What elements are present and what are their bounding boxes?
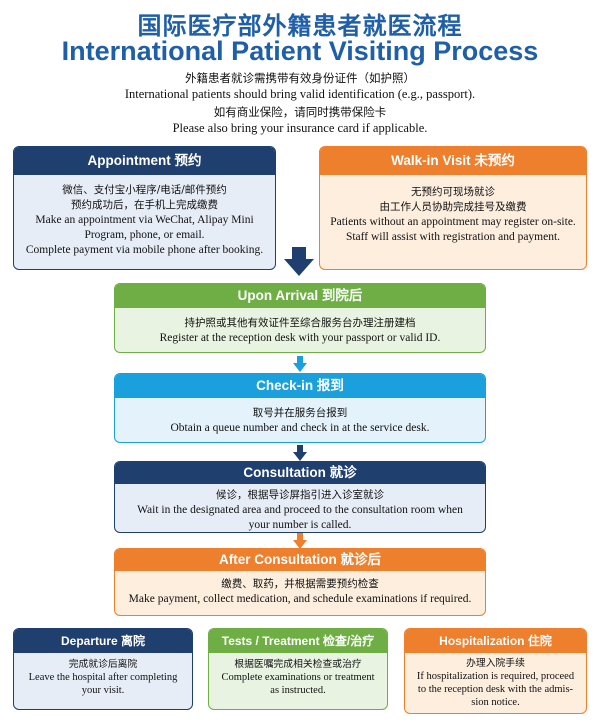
walkin-card: Walk-in Visit 未预约 无预约可现场就诊 由工作人员协助完成挂号及缴… [319,146,587,270]
walkin-line: Patients without an appointment may regi… [330,216,576,228]
tests-treatment-line: as instructed. [270,685,326,696]
consultation-title: Consultation 就诊 [115,462,485,484]
checkin-title: Check-in 报到 [115,374,485,398]
note-insurance-cn: 如有商业保险，请同时携带保险卡 [213,105,387,119]
after-consultation-line: 缴费、取药，并根据需要预约检查 [221,578,379,590]
tests-treatment-title: Tests / Treatment 检查/治疗 [209,629,387,653]
consultation-card: Consultation 就诊 候诊，根据导诊屏指引进入诊室就诊 Wait in… [114,461,486,533]
walkin-line: 由工作人员协助完成挂号及缴费 [379,201,527,213]
checkin-card: Check-in 报到 取号并在服务台报到 Obtain a queue num… [114,373,486,443]
arrival-title: Upon Arrival 到院后 [115,284,485,308]
walkin-line: 无预约可现场就诊 [411,186,495,198]
note-id-cn: 外籍患者就诊需携带有效身份证件（如护照） [185,71,415,85]
note-id-en: International patients should bring vali… [124,87,476,101]
page-title-cn: 国际医疗部外籍患者就医流程 [137,12,463,40]
hospitalization-card: Hospitalization 住院 办理入院手续 If hospitaliza… [404,628,587,714]
arrow-down-icon [293,445,307,461]
departure-card: Departure 离院 完成就诊后离院 Leave the hospital … [13,628,193,710]
consultation-line: 候诊，根据导诊屏指引进入诊室就诊 [216,489,384,501]
tests-treatment-line: 根据医嘱完成相关检查或治疗 [234,659,362,670]
checkin-body: 取号并在服务台报到 Obtain a queue number and chec… [115,398,485,436]
appointment-line: Make an appointment via WeChat, Alipay M… [35,214,254,226]
walkin-title: Walk-in Visit 未预约 [320,147,586,175]
tests-treatment-line: Complete examinations or treatment [221,672,375,683]
departure-line: Leave the hospital after completing [28,672,178,683]
walkin-body: 无预约可现场就诊 由工作人员协助完成挂号及缴费 Patients without… [320,175,586,245]
checkin-line: Obtain a queue number and check in at th… [170,422,430,434]
departure-line: 完成就诊后离院 [68,659,138,670]
appointment-line: Complete payment via mobile phone after … [25,244,264,256]
after-consultation-line: Make payment, collect medication, and sc… [128,593,472,605]
walkin-line: Staff will assist with registration and … [345,231,561,243]
hospitalization-line: sion notice. [471,697,520,708]
consultation-line: Wait in the designated area and proceed … [137,504,463,516]
hospitalization-line: If hospitalization is required, proceed [416,671,575,682]
checkin-line: 取号并在服务台报到 [252,407,348,419]
hospitalization-title: Hospitalization 住院 [405,629,586,653]
arrival-line: 持护照或其他有效证件至综合服务台办理注册建档 [184,317,416,329]
page-title-en: International Patient Visiting Process [61,36,539,66]
appointment-line: Program, phone, or email. [84,229,205,241]
after-consultation-card: After Consultation 就诊后 缴费、取药，并根据需要预约检查 M… [114,548,486,616]
note-insurance-en: Please also bring your insurance card if… [172,121,428,135]
appointment-card: Appointment 预约 微信、支付宝小程序/电话/邮件预约 预约成功后，在… [13,146,276,270]
arrival-card: Upon Arrival 到院后 持护照或其他有效证件至综合服务台办理注册建档 … [114,283,486,353]
departure-body: 完成就诊后离院 Leave the hospital after complet… [14,653,192,697]
consultation-body: 候诊，根据导诊屏指引进入诊室就诊 Wait in the designated … [115,484,485,532]
tests-treatment-body: 根据医嘱完成相关检查或治疗 Complete examinations or t… [209,653,387,697]
appointment-title: Appointment 预约 [14,147,275,175]
departure-line: your visit. [81,685,125,696]
tests-treatment-card: Tests / Treatment 检查/治疗 根据医嘱完成相关检查或治疗 Co… [208,628,388,710]
arrival-line: Register at the reception desk with your… [159,332,441,344]
hospitalization-line: 办理入院手续 [466,658,525,669]
arrow-down-icon [293,533,307,549]
appointment-line: 微信、支付宝小程序/电话/邮件预约 [62,184,227,196]
arrow-down-icon [284,247,314,276]
consultation-line: your number is called. [248,519,352,531]
after-consultation-title: After Consultation 就诊后 [115,549,485,571]
hospitalization-line: to the reception desk with the admis- [417,684,574,695]
departure-title: Departure 离院 [14,629,192,653]
arrow-down-icon [293,356,307,372]
appointment-body: 微信、支付宝小程序/电话/邮件预约 预约成功后，在手机上完成缴费 Make an… [14,175,275,258]
arrival-body: 持护照或其他有效证件至综合服务台办理注册建档 Register at the r… [115,308,485,346]
hospitalization-body: 办理入院手续 If hospitalization is required, p… [405,653,586,709]
appointment-line: 预约成功后，在手机上完成缴费 [71,199,218,211]
after-consultation-body: 缴费、取药，并根据需要预约检查 Make payment, collect me… [115,571,485,607]
